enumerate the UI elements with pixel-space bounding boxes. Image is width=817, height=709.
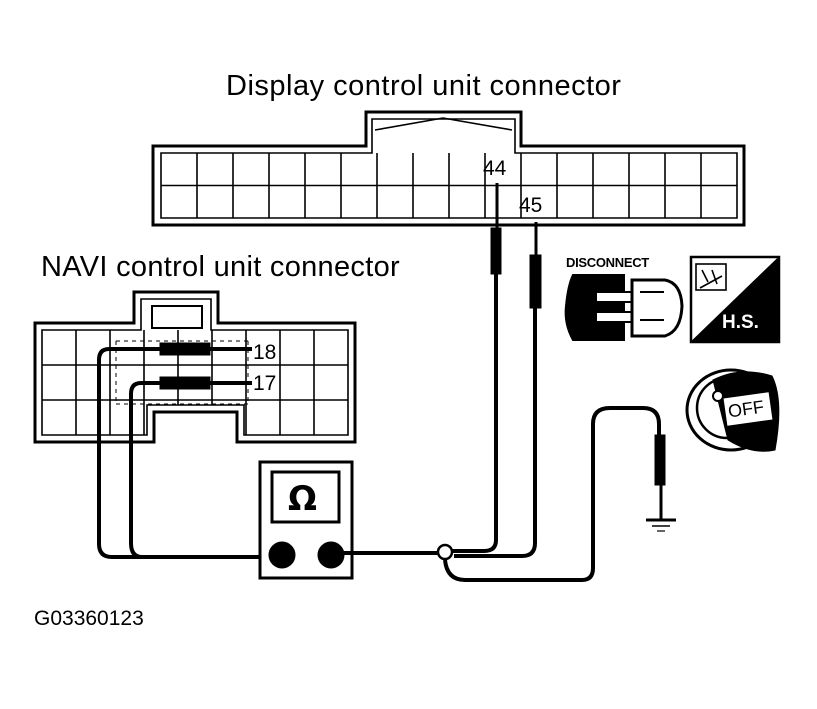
- pin-label-44: 44: [483, 157, 507, 180]
- hs-icon: [689, 255, 781, 344]
- pin-label-18: 18: [253, 341, 277, 364]
- navi-connector-title: NAVI control unit connector: [41, 251, 400, 283]
- display-probe-44: [450, 183, 502, 553]
- ohm-symbol: Ω: [288, 479, 317, 519]
- navi-probe-17: [129, 376, 252, 559]
- disconnect-label: DISCONNECT: [566, 255, 649, 270]
- ignition-off-label: OFF: [726, 396, 766, 422]
- display-connector-title: Display control unit connector: [226, 70, 622, 102]
- ignition-off-icon: [685, 368, 780, 452]
- navi-probe-18: [97, 342, 262, 559]
- pin-label-17: 17: [253, 372, 277, 395]
- ohmmeter: [258, 460, 438, 580]
- figure-code: G03360123: [34, 607, 144, 630]
- pin-label-45: 45: [519, 194, 543, 217]
- display-connector: [151, 110, 746, 227]
- wire-junction: [436, 543, 454, 561]
- disconnect-icon: [564, 274, 684, 341]
- hs-label: H.S.: [722, 312, 759, 333]
- navi-connector: [33, 290, 357, 444]
- ground-lead: [443, 406, 676, 582]
- display-probe-45: [454, 222, 542, 558]
